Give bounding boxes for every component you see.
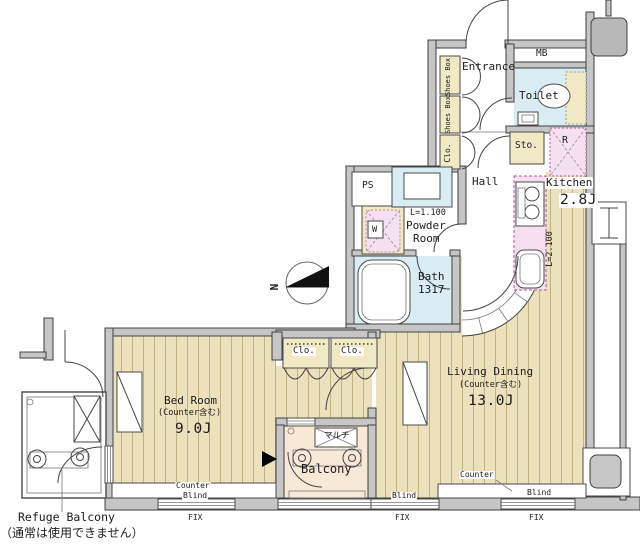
- door-swings: [57, 0, 519, 488]
- bed-room-note-label: (Counter含む): [158, 408, 222, 418]
- living-blind-center-label: Blind: [391, 491, 418, 501]
- closet-right-label: Clo.: [340, 346, 364, 357]
- washing-machine-space: [361, 205, 405, 255]
- bath-label: Bath: [418, 270, 445, 283]
- kitchen-counter: [513, 175, 547, 291]
- kitchen-label: Kitchen: [545, 176, 594, 189]
- refuge-balcony-label: Refuge Balcony: [18, 510, 115, 524]
- bath-size-label: 1317: [418, 283, 445, 296]
- hall-label: Hall: [472, 175, 499, 188]
- counter-leader-line: [495, 479, 513, 492]
- bathtub: [357, 259, 411, 325]
- entrance-label: Entrance: [462, 60, 515, 73]
- hand-basin: [517, 111, 539, 126]
- entrance-closet-label: Clo.: [443, 143, 452, 162]
- fix-center-label: FIX: [395, 513, 410, 522]
- kitchen-sink: [515, 249, 545, 289]
- bedroom-blind-label: Blind: [182, 491, 209, 501]
- living-dining-note-label: (Counter含む): [459, 380, 523, 390]
- north-label: N: [267, 284, 280, 291]
- fix-right-label: FIX: [529, 513, 544, 522]
- powder-room-label-2: Room: [413, 232, 440, 245]
- storage-label: Sto.: [515, 140, 538, 151]
- powder-vanity: [391, 166, 453, 208]
- balcony-details: [277, 417, 377, 510]
- fix-left-label: FIX: [188, 513, 203, 522]
- meter-box-label: MB: [536, 48, 548, 59]
- powder-room-label-1: Powder: [406, 219, 446, 232]
- toilet-label: Toilet: [519, 89, 559, 102]
- living-dining-size-label: 13.0J: [468, 393, 515, 409]
- refuge-balcony-details: [21, 391, 107, 512]
- shoes-box-lower-label: Shoes Box: [444, 96, 452, 134]
- compass: [285, 261, 329, 305]
- bed-room-label: Bed Room: [164, 394, 217, 407]
- washing-machine-label: W: [372, 225, 378, 235]
- stove: [515, 181, 545, 227]
- shoes-box-cabinets: [439, 55, 461, 170]
- balcony-label: Balcony: [301, 462, 352, 476]
- bedroom-counter-label: Counter: [175, 481, 211, 491]
- toilet-bowl: [537, 83, 571, 109]
- living-blind-right-label: Blind: [526, 488, 553, 498]
- closet-left-label: Clo.: [292, 346, 316, 357]
- multi-outlet-label: マルチ: [324, 431, 350, 441]
- pipe-space-label: PS: [362, 180, 374, 191]
- refrigerator-space-box: [549, 127, 587, 177]
- structural-columns: [582, 17, 631, 497]
- kitchen-size-label: 2.8J: [559, 192, 598, 209]
- powder-counter-length-label: L=1.100: [410, 208, 446, 218]
- toilet-fixtures: [517, 71, 587, 126]
- shoes-box-upper-label: Shoes Box: [444, 58, 452, 96]
- refrigerator-label: R: [562, 135, 569, 146]
- bed-room-size-label: 9.0J: [175, 421, 212, 437]
- kitchen-counter-length-label: L=2.100: [545, 231, 555, 267]
- living-counter-label: Counter: [459, 470, 495, 480]
- storage-cabinet: [509, 131, 545, 165]
- counter-furniture: [116, 361, 428, 433]
- walls: [19, 0, 640, 511]
- living-dining-label: Living Dining: [447, 365, 534, 378]
- direction-arrow: [262, 451, 277, 467]
- refuge-balcony-note-label: （通常は使用できません）: [0, 526, 144, 540]
